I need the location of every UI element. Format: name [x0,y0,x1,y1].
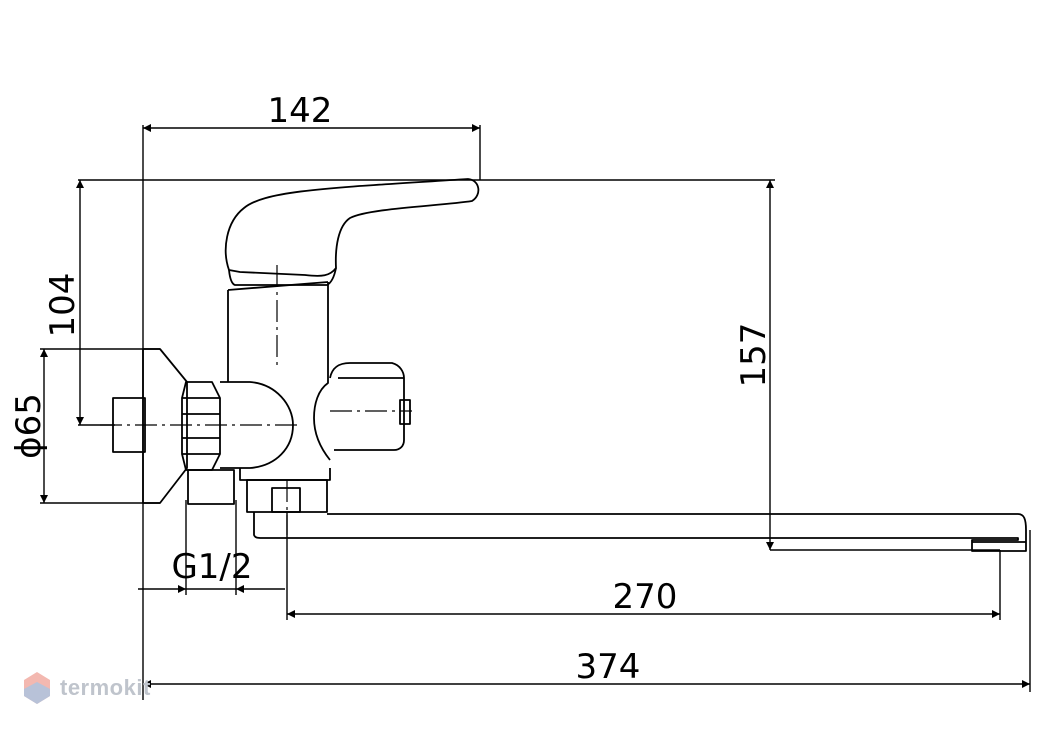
dim-label-270: 270 [613,577,678,617]
center-lines [100,265,412,535]
dim-label-g12: G1/2 [171,547,252,587]
handle [224,178,480,277]
flange [142,348,188,504]
dimension-labels: 142 104 ϕ65 157 G1/2 270 374 [9,91,774,687]
thread-connector [187,469,235,505]
side-knob [329,362,405,451]
spout [253,512,1027,552]
faucet-outline [112,178,1027,552]
dim-label-157: 157 [734,323,774,388]
dim-label-65: ϕ65 [9,393,49,459]
termokit-watermark: termokit [22,670,151,706]
lower-body [239,468,331,481]
dim-label-142: 142 [268,91,333,131]
watermark-brand-text: termokit [60,675,151,700]
termokit-logo-icon [24,672,50,704]
cartridge-body [227,282,331,461]
knob-tip [399,399,411,425]
dimension-lines [40,124,1030,688]
body-elbow [220,381,294,469]
dim-label-104: 104 [43,273,83,338]
inlet-pipe [112,397,146,453]
swivel-inner [271,487,301,513]
dim-label-374: 374 [576,647,641,687]
